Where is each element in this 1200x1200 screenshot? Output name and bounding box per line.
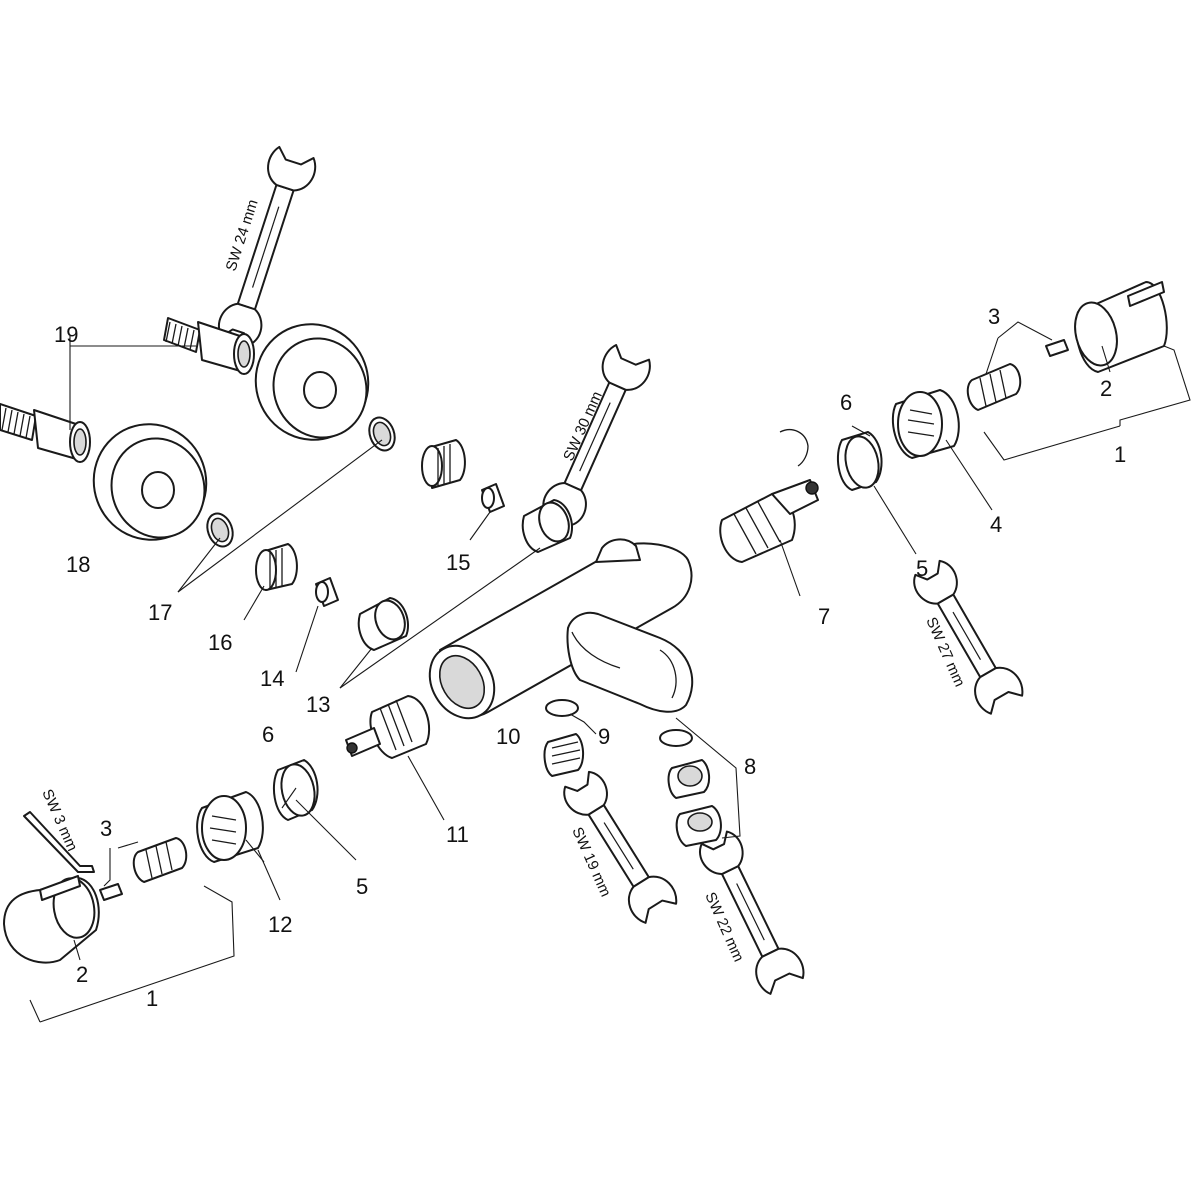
- part-8-aerator-housing: [675, 805, 722, 847]
- part-19-connector-lower: [0, 403, 91, 463]
- part-8-aerator-insert: [667, 759, 710, 799]
- callout-1-right: 1: [1114, 442, 1126, 467]
- part-14-valve: [315, 577, 339, 607]
- callout-7: 7: [818, 604, 830, 629]
- leader-lines: [29, 321, 1191, 1023]
- part-18-rosette-upper: [254, 323, 370, 441]
- part-17-filter-lower: [206, 512, 234, 548]
- part-18-rosette-lower: [92, 423, 208, 541]
- callout-6-right: 6: [840, 390, 852, 415]
- callout-13: 13: [306, 692, 330, 717]
- callout-5-left: 5: [356, 874, 368, 899]
- part-3-spline-left: [99, 837, 188, 901]
- wrench-sw24: [217, 145, 317, 347]
- callout-18: 18: [66, 552, 90, 577]
- part-2-handle-left: [3, 875, 100, 964]
- part-11-diverter: [345, 695, 431, 759]
- callout-3-left: 3: [100, 816, 112, 841]
- callout-17: 17: [148, 600, 172, 625]
- callout-9: 9: [598, 724, 610, 749]
- part-9-adapter: [543, 733, 584, 777]
- wrench-sw22: [699, 830, 805, 995]
- callout-5-right: 5: [916, 556, 928, 581]
- part-7-cartridge: [719, 479, 819, 563]
- part-15-valve: [481, 483, 505, 513]
- callout-19: 19: [54, 322, 78, 347]
- part-6-ring-left: [272, 759, 319, 821]
- callout-3-right: 3: [988, 304, 1000, 329]
- callout-12: 12: [268, 912, 292, 937]
- hex-key-sw3: [23, 811, 95, 873]
- part-17-filter-upper: [368, 416, 396, 452]
- part-12-stop-knob: [196, 791, 264, 863]
- wrench-sw27: [913, 559, 1024, 715]
- retaining-clip: [779, 429, 809, 467]
- callout-2-left: 2: [76, 962, 88, 987]
- wrench-sw30: [542, 344, 651, 527]
- part-8-washer: [659, 729, 693, 747]
- part-13-nut-upper: [521, 499, 573, 553]
- part-10-seal: [545, 699, 579, 717]
- part-16-insert-lower: [255, 543, 298, 591]
- callout-15: 15: [446, 550, 470, 575]
- part-4-stop-ring: [891, 389, 960, 459]
- part-6-ring-right: [836, 431, 883, 491]
- callout-2-right: 2: [1100, 376, 1112, 401]
- callout-4: 4: [990, 512, 1002, 537]
- wrench-sw19: [563, 770, 678, 924]
- part-3-spline-right: [966, 339, 1069, 411]
- callout-11: 11: [446, 822, 469, 847]
- callout-14: 14: [260, 666, 284, 691]
- callout-10: 10: [496, 724, 520, 749]
- part-2-handle-right: [1074, 281, 1168, 373]
- part-13-nut-lower: [357, 597, 409, 651]
- callout-16: 16: [208, 630, 232, 655]
- callout-6-left: 6: [262, 722, 274, 747]
- callout-8: 8: [744, 754, 756, 779]
- part-16-insert-upper: [421, 439, 466, 489]
- callout-1-left: 1: [146, 986, 158, 1011]
- thermostat-body: [428, 538, 694, 720]
- part-19-connector-upper: [163, 317, 255, 375]
